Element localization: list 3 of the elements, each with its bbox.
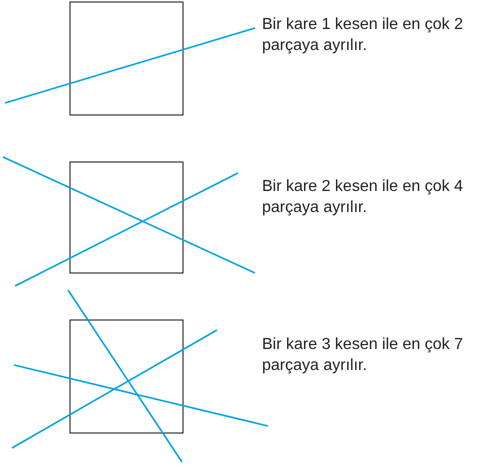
statement-text: Bir kare 3 kesen ile en çok 7 parçaya ayrılır. xyxy=(262,335,464,376)
statement-text: Bir kare 1 kesen ile en çok 2 parçaya ayrılır. xyxy=(262,15,464,56)
statement-text: Bir kare 2 kesen ile en çok 4 parçaya ayrılır. xyxy=(262,177,464,218)
